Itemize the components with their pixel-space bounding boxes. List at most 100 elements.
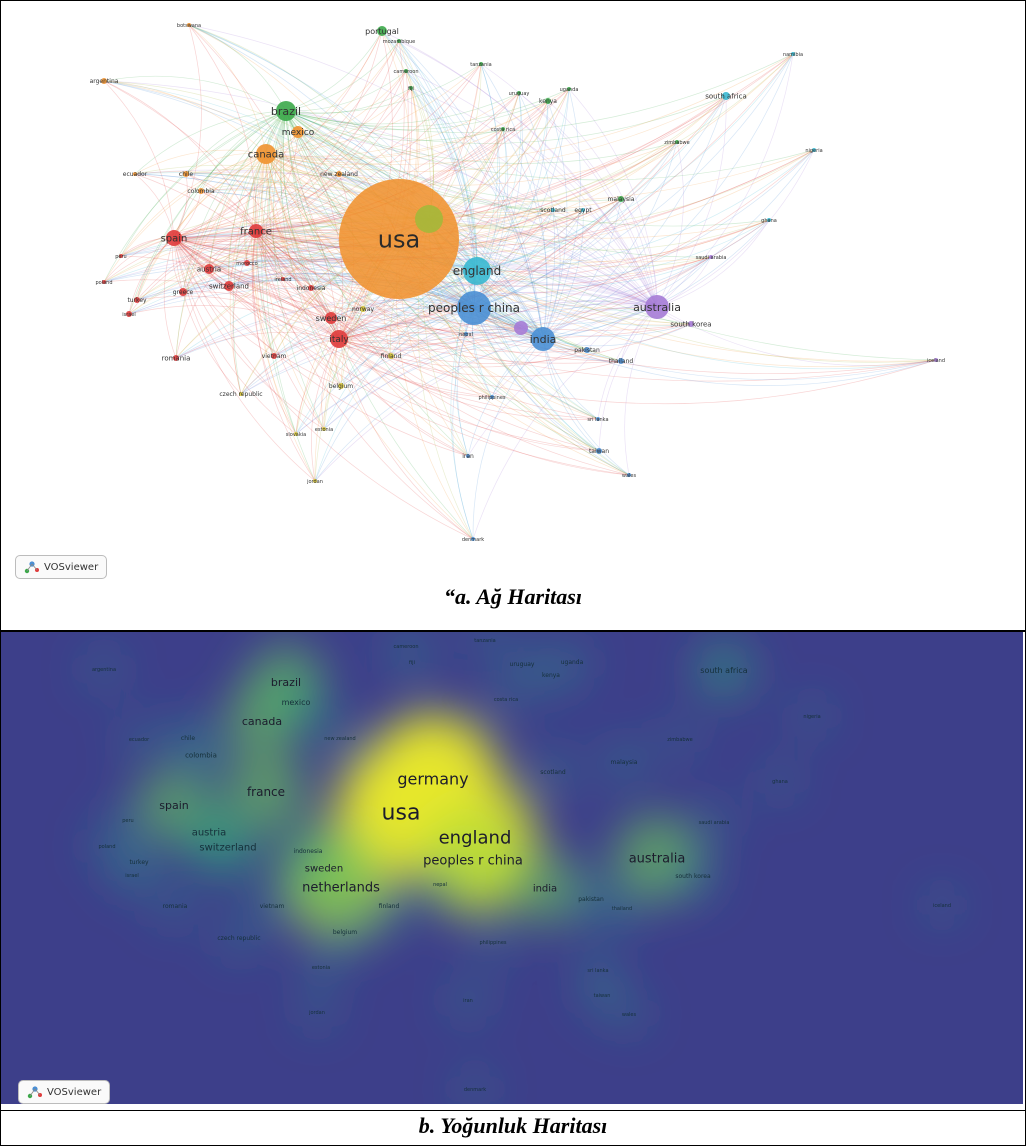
density-label-england[interactable]: england [439, 827, 512, 848]
density-label-czech-republic[interactable]: czech republic [217, 935, 260, 942]
node-circle[interactable] [584, 347, 590, 353]
node-circle[interactable] [457, 291, 491, 325]
vosviewer-badge-a[interactable]: VOSviewer [15, 555, 108, 579]
node-portugal[interactable]: portugal [365, 26, 399, 36]
node-circle[interactable] [360, 306, 366, 312]
density-label-poland[interactable]: poland [98, 844, 115, 850]
node-iran[interactable]: iran [462, 453, 474, 460]
node-namibia[interactable]: namibia [783, 52, 803, 58]
node-tanzania[interactable]: tanzania [470, 62, 492, 68]
node-pakistan[interactable]: pakistan [574, 347, 600, 354]
node-netherlands[interactable] [514, 321, 528, 335]
node-ecuador[interactable]: ecuador [123, 171, 148, 178]
node-india[interactable]: india [530, 327, 557, 351]
node-circle[interactable] [645, 295, 669, 319]
density-label-uganda[interactable]: uganda [561, 659, 584, 666]
node-nigeria[interactable]: nigeria [805, 148, 822, 154]
density-label-cameroon[interactable]: cameroon [394, 644, 419, 650]
node-egypt[interactable]: egypt [574, 207, 592, 214]
node-circle[interactable] [239, 392, 243, 396]
node-circle[interactable] [126, 311, 132, 317]
node-colombia[interactable]: colombia [187, 188, 215, 195]
node-circle[interactable] [581, 208, 585, 212]
node-circle[interactable] [688, 321, 694, 327]
node-circle[interactable] [322, 427, 326, 431]
density-label-mexico[interactable]: mexico [282, 698, 311, 707]
node-sweden[interactable]: sweden [316, 312, 347, 324]
node-iceland[interactable]: iceland [927, 358, 945, 364]
node-circle[interactable] [397, 39, 401, 43]
density-label-ghana[interactable]: ghana [772, 779, 788, 785]
density-label-israel[interactable]: israel [125, 873, 139, 879]
node-new-zealand[interactable]: new zealand [320, 171, 358, 178]
density-label-denmark[interactable]: denmark [464, 1087, 486, 1093]
node-circle[interactable] [377, 26, 387, 36]
node-circle[interactable] [292, 126, 304, 138]
node-circle[interactable] [709, 255, 713, 259]
node-mexico[interactable]: mexico [282, 126, 315, 138]
node-circle[interactable] [133, 172, 137, 176]
node-estonia[interactable]: estonia [315, 427, 333, 433]
density-label-new-zealand[interactable]: new zealand [324, 736, 355, 742]
density-label-turkey[interactable]: turkey [129, 859, 149, 866]
density-label-peoples-r-china[interactable]: peoples r china [423, 854, 523, 869]
density-label-kenya[interactable]: kenya [542, 672, 560, 679]
node-fiji[interactable]: fiji [408, 86, 414, 92]
node-circle[interactable] [179, 288, 187, 296]
node-circle[interactable] [173, 355, 179, 361]
node-circle[interactable] [244, 260, 250, 266]
density-label-germany[interactable]: germany [397, 770, 468, 789]
node-usa[interactable]: usa [339, 179, 459, 299]
node-scotland[interactable]: scotland [540, 207, 566, 214]
node-romania[interactable]: romania [162, 354, 191, 362]
density-label-zimbabwe[interactable]: zimbabwe [667, 737, 692, 743]
node-peoples-r-china[interactable]: peoples r china [428, 291, 520, 325]
node-malaysia[interactable]: malaysia [608, 196, 635, 203]
density-label-india[interactable]: india [533, 884, 557, 895]
density-label-south-africa[interactable]: south africa [700, 666, 748, 675]
density-label-iceland[interactable]: iceland [933, 903, 951, 909]
node-finland[interactable]: finland [381, 353, 402, 360]
node-ireland[interactable]: ireland [274, 277, 291, 283]
node-circle[interactable] [934, 358, 938, 362]
node-denmark[interactable]: denmark [462, 537, 484, 543]
density-label-finland[interactable]: finland [379, 903, 400, 910]
node-circle[interactable] [404, 69, 408, 73]
node-greece[interactable]: greece [173, 288, 194, 296]
node-circle[interactable] [464, 332, 468, 336]
node-circle[interactable] [313, 479, 317, 483]
node-circle[interactable] [596, 448, 602, 454]
node-circle[interactable] [198, 188, 204, 194]
density-label-malaysia[interactable]: malaysia [611, 759, 638, 766]
density-label-argentina[interactable]: argentina [92, 667, 116, 673]
node-circle[interactable] [490, 395, 494, 399]
node-nepal[interactable]: nepal [459, 332, 473, 338]
node-circle[interactable] [183, 171, 189, 177]
density-label-chile[interactable]: chile [181, 735, 195, 742]
density-label-wales[interactable]: wales [622, 1012, 637, 1018]
density-label-usa[interactable]: usa [382, 801, 421, 826]
node-circle[interactable] [204, 264, 214, 274]
node-argentina[interactable]: argentina [90, 78, 119, 85]
node-circle[interactable] [134, 297, 140, 303]
density-label-ecuador[interactable]: ecuador [129, 737, 150, 743]
node-italy[interactable]: italy [329, 330, 349, 348]
density-label-estonia[interactable]: estonia [312, 965, 330, 971]
node-circle[interactable] [330, 330, 348, 348]
node-circle[interactable] [722, 92, 730, 100]
node-circle[interactable] [166, 230, 182, 246]
node-sri-lanka[interactable]: sri lanka [587, 417, 608, 423]
node-circle[interactable] [336, 171, 342, 177]
density-label-peru[interactable]: peru [122, 818, 133, 824]
node-circle[interactable] [271, 353, 277, 359]
node-vietnam[interactable]: vietnam [262, 353, 287, 360]
node-zimbabwe[interactable]: zimbabwe [664, 140, 689, 146]
node-circle[interactable] [308, 285, 314, 291]
node-switzerland[interactable]: switzerland [209, 281, 249, 291]
node-circle[interactable] [479, 62, 483, 66]
node-circle[interactable] [249, 224, 263, 238]
node-circle[interactable] [325, 312, 337, 324]
density-label-sweden[interactable]: sweden [305, 864, 343, 875]
node-austria[interactable]: austria [197, 264, 221, 274]
